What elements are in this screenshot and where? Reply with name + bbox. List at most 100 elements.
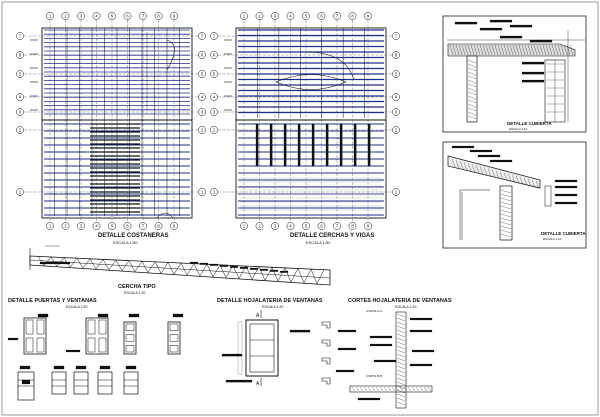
hatch (396, 397, 406, 402)
grid-bubble-label: 6 (320, 14, 323, 19)
hatch (499, 171, 504, 180)
arc-curve (275, 81, 347, 90)
grid-bubble-label: 2 (258, 224, 261, 229)
window-tag (53, 365, 65, 370)
grid-bubble-label: 7 (19, 34, 22, 39)
grid-bubble-bottom (61, 222, 70, 230)
grid-bubble-top (92, 12, 101, 20)
detail-top-title: DETALLE CUBIERTA (507, 121, 552, 126)
door-panel (25, 337, 34, 353)
grid-bubble-label: 4 (95, 14, 98, 19)
hatch (396, 345, 406, 350)
hatch (396, 361, 406, 366)
window-profile (321, 339, 331, 347)
hatch (557, 44, 562, 56)
truss-outline (29, 255, 331, 286)
door-panel (169, 345, 179, 353)
beam-section (269, 123, 273, 167)
truss-web (193, 263, 201, 277)
grid-bubble-label: 3 (201, 110, 204, 115)
hatch (467, 103, 477, 108)
window-tag (99, 365, 111, 370)
hatch (403, 386, 408, 392)
hatch (518, 44, 523, 56)
hatch (551, 44, 556, 56)
grid-bubble-bottom (46, 222, 54, 230)
hatch (473, 44, 478, 56)
grid-bubble-label: 3 (213, 110, 216, 115)
grid-bubble-right (392, 108, 400, 116)
hatch (491, 44, 496, 56)
plan-right-title: DETALLE CERCHAS Y VIGAS (290, 233, 374, 239)
hatch (396, 377, 406, 382)
hatch (503, 44, 508, 56)
hatch (495, 170, 500, 179)
grid-bubble-bottom (123, 222, 132, 230)
roof-slope (447, 155, 541, 189)
hatch (452, 44, 457, 56)
annotation-bar (409, 329, 433, 333)
hatch (476, 44, 481, 56)
annotation-bar (221, 353, 243, 357)
truss-web (212, 264, 221, 277)
dimension-box (237, 321, 243, 375)
grid-bubble-label: 2 (213, 128, 216, 133)
door-tag (128, 313, 140, 318)
door-tag (97, 313, 109, 318)
grid-bubble-left (210, 108, 218, 116)
grid-bubble-label: 7 (142, 224, 145, 229)
hatch (500, 201, 512, 206)
detail-cubierta-frame-1 (442, 15, 587, 133)
grid-bubble-label: 4 (289, 224, 292, 229)
grid-bubble-label: 5 (111, 14, 114, 19)
window-elevation (51, 371, 67, 395)
hatch (512, 44, 517, 56)
window-hw-mark-top: A (256, 313, 260, 319)
grid-bubble-label: 3 (395, 110, 398, 115)
grid-bubble-left (16, 108, 24, 116)
window-elevation (73, 371, 89, 395)
hatch (467, 95, 477, 100)
hatch (396, 349, 406, 354)
hatch (521, 44, 526, 56)
hatch (500, 197, 512, 202)
truss-web (199, 264, 208, 277)
window-elevation (123, 371, 139, 395)
truss-web (76, 258, 84, 269)
hatch (479, 44, 484, 56)
grid-bubble-label: 5 (213, 72, 216, 77)
grid-bubble-bottom (333, 222, 341, 230)
grid-bubble-label: 9 (367, 14, 370, 19)
beam-section (325, 123, 329, 167)
truss-web (186, 263, 195, 276)
hatch (535, 180, 540, 189)
window-elevation (97, 371, 113, 395)
hatch (554, 44, 559, 56)
plan-right-scale: ESCALA 1:50 (306, 240, 331, 245)
hatch (396, 313, 406, 318)
grid-bubble-label: 7 (395, 34, 398, 39)
grid-bubble-left (16, 93, 24, 101)
window-frame-outer (245, 319, 279, 377)
grid-bubble-label: 3 (80, 224, 83, 229)
grid-bubble-right (392, 126, 400, 134)
grid-bubble-label: 6 (126, 224, 129, 229)
truss-web (43, 256, 52, 266)
annotation-bar (209, 263, 219, 266)
truss-web (180, 262, 188, 276)
door-panel (125, 323, 135, 331)
sections-scale: ESCALA 1:20 (395, 305, 416, 309)
grid-bubble-bottom (77, 222, 85, 230)
annotation-bar (409, 363, 433, 367)
hatch (359, 386, 364, 392)
annotation-bar (521, 61, 545, 65)
hatch (367, 386, 372, 392)
grid-bubble-top (333, 12, 341, 20)
annotation-bar (479, 27, 503, 31)
grid-bubble-label: 2 (64, 14, 67, 19)
annotation-bar (239, 266, 249, 269)
grid-bubble-bottom (154, 222, 163, 230)
hatch (500, 221, 512, 226)
